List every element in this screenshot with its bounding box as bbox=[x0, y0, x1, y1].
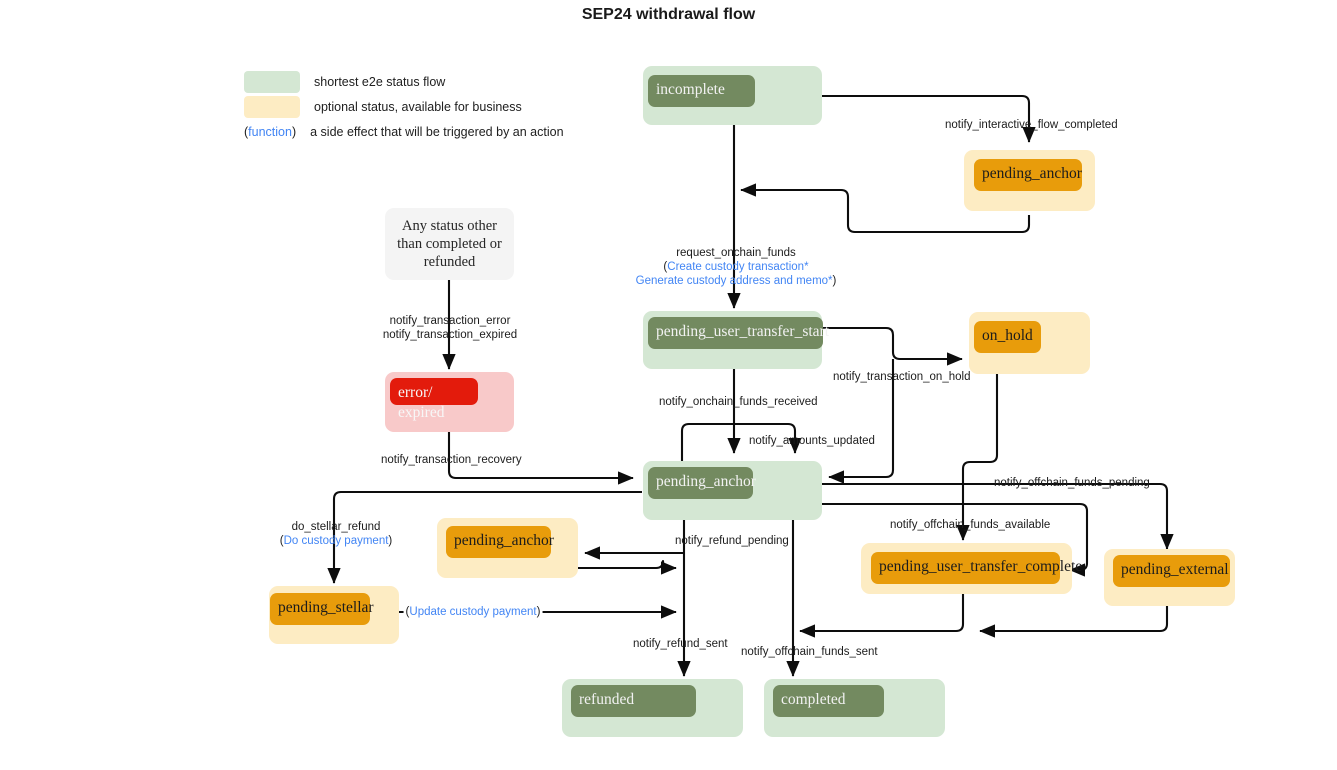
node-pending-anchor-top-label: pending_anchor bbox=[974, 159, 1082, 191]
node-error-expired[interactable]: error/expired bbox=[385, 372, 514, 432]
node-on-hold[interactable]: on_hold bbox=[969, 312, 1090, 374]
do-stellar-refund-text: do_stellar_refund bbox=[291, 521, 381, 533]
node-completed-label: completed bbox=[773, 685, 884, 717]
legend-label-function: a side effect that will be triggered by … bbox=[310, 125, 564, 139]
edge-label-notify-refund-sent: notify_refund_sent bbox=[633, 638, 728, 650]
node-pending-stellar-label: pending_stellar bbox=[270, 593, 374, 625]
node-completed[interactable]: completed bbox=[764, 679, 945, 737]
edge-label-notify-interactive-flow-completed: notify_interactive_flow_completed bbox=[945, 119, 1118, 131]
node-pending-external[interactable]: pending_external bbox=[1104, 549, 1235, 606]
notify-transaction-error-text: notify_transaction_error bbox=[389, 315, 511, 327]
error-line-1: error/ bbox=[398, 384, 433, 401]
edge-label-notify-amounts-updated: notify_amounts_updated bbox=[749, 435, 875, 447]
notify-transaction-expired-text: notify_transaction_expired bbox=[382, 329, 518, 341]
legend-item-green: shortest e2e status flow bbox=[244, 71, 445, 93]
edge-label-notify-transaction-error-expired: notify_transaction_error notify_transact… bbox=[383, 314, 517, 342]
legend-function-token: (function) bbox=[244, 125, 296, 139]
edge-label-notify-onchain-funds-received: notify_onchain_funds_received bbox=[659, 396, 818, 408]
create-custody-transaction-fn: Create custody transaction* bbox=[667, 261, 809, 273]
legend-swatch-yellow bbox=[244, 96, 300, 118]
edge-pending-external-to-completed bbox=[979, 606, 1169, 638]
edge-label-update-custody-payment: (Update custody payment) bbox=[403, 605, 543, 619]
node-pending-anchor-center-label: pending_anchor bbox=[648, 467, 756, 499]
edge-label-request-onchain-funds: request_onchain_funds (Create custody tr… bbox=[636, 246, 837, 288]
paren-close-2: ) bbox=[832, 275, 837, 287]
edge-putcomplete-to-completed bbox=[799, 594, 965, 638]
node-refunded-label: refunded bbox=[571, 685, 696, 717]
node-pending-user-transfer-complete[interactable]: pending_user_transfer_complete bbox=[861, 543, 1082, 594]
paren-close-4: ) bbox=[536, 606, 541, 618]
edge-label-notify-offchain-funds-sent: notify_offchain_funds_sent bbox=[741, 646, 878, 658]
node-pending-anchor-refund[interactable]: pending_anchor bbox=[437, 518, 578, 578]
paren-open-3: ( bbox=[279, 535, 284, 547]
paren-open-4: ( bbox=[405, 606, 410, 618]
legend-swatch-green bbox=[244, 71, 300, 93]
node-pending-anchor-refund-label: pending_anchor bbox=[446, 526, 554, 558]
generate-custody-address-fn: Generate custody address and memo* bbox=[635, 275, 833, 287]
node-pending-anchor-center[interactable]: pending_anchor bbox=[643, 461, 822, 520]
paren-open: ( bbox=[244, 125, 249, 139]
paren-close-3: ) bbox=[388, 535, 393, 547]
edge-label-do-stellar-refund: do_stellar_refund (Do custody payment) bbox=[280, 520, 393, 548]
edge-on-hold-to-putcomplete bbox=[956, 359, 999, 541]
node-on-hold-label: on_hold bbox=[974, 321, 1041, 353]
edge-label-notify-offchain-funds-available: notify_offchain_funds_available bbox=[890, 519, 1051, 531]
edge-label-notify-refund-pending: notify_refund_pending bbox=[675, 535, 789, 547]
node-refunded[interactable]: refunded bbox=[562, 679, 743, 737]
node-error-expired-label: error/expired bbox=[390, 378, 478, 421]
edge-label-notify-transaction-on-hold: notify_transaction_on_hold bbox=[833, 371, 971, 383]
node-any-status[interactable]: Any status other than completed or refun… bbox=[385, 208, 514, 280]
node-pending-user-transfer-start[interactable]: pending_user_transfer_start bbox=[643, 311, 829, 369]
request-onchain-funds-text: request_onchain_funds bbox=[676, 247, 796, 259]
error-line-2: expired bbox=[398, 404, 445, 421]
node-incomplete[interactable]: incomplete bbox=[643, 66, 822, 125]
legend-item-function: (function) a side effect that will be tr… bbox=[244, 125, 564, 139]
update-custody-payment-fn: Update custody payment bbox=[409, 606, 537, 618]
edge-pac-to-pending-external bbox=[822, 482, 1174, 550]
node-incomplete-label: incomplete bbox=[648, 75, 755, 107]
function-keyword: function bbox=[248, 125, 292, 139]
legend-item-yellow: optional status, available for business bbox=[244, 96, 522, 118]
paren-open-2: ( bbox=[663, 261, 668, 273]
node-pending-user-transfer-complete-label: pending_user_transfer_complete bbox=[871, 552, 1082, 584]
node-pending-user-transfer-start-label: pending_user_transfer_start bbox=[648, 317, 829, 349]
legend-label-yellow: optional status, available for business bbox=[314, 100, 522, 114]
node-pending-stellar[interactable]: pending_stellar bbox=[269, 586, 399, 644]
node-pending-anchor-top[interactable]: pending_anchor bbox=[964, 150, 1095, 211]
edge-putstart-to-on-hold bbox=[822, 326, 963, 366]
paren-close: ) bbox=[291, 125, 297, 139]
legend-label-green: shortest e2e status flow bbox=[314, 75, 446, 89]
edge-label-notify-transaction-recovery: notify_transaction_recovery bbox=[381, 454, 522, 466]
node-any-status-label: Any status other than completed or refun… bbox=[397, 218, 502, 270]
page-title: SEP24 withdrawal flow bbox=[581, 6, 756, 23]
edge-label-notify-offchain-funds-pending: notify_offchain_funds_pending bbox=[994, 477, 1150, 489]
node-pending-external-label: pending_external bbox=[1113, 555, 1230, 587]
edge-pending-anchor-refund-return bbox=[578, 559, 677, 575]
do-custody-payment-fn: Do custody payment bbox=[283, 535, 389, 547]
